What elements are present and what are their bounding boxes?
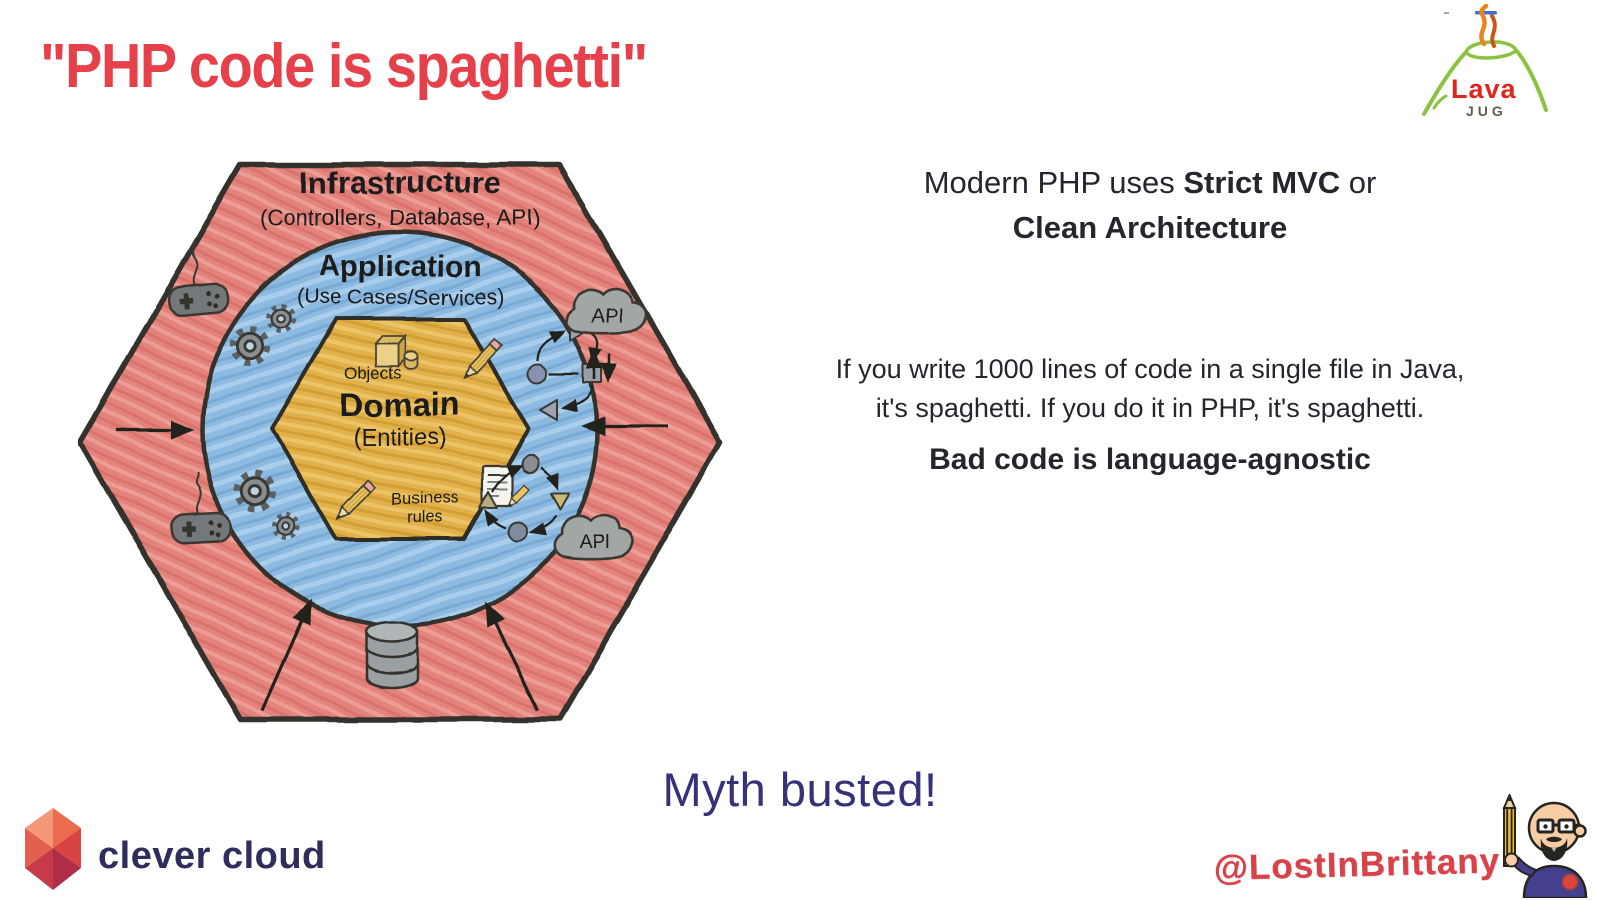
heading-bold-text: Strict MVC xyxy=(1183,165,1341,200)
api-label: API xyxy=(592,305,623,327)
author-avatar xyxy=(1502,794,1588,898)
pencil-icon xyxy=(463,338,504,381)
pencil-icon xyxy=(336,478,377,521)
domain-hexagon: Domain (Entities) Objects Business rules xyxy=(270,317,530,541)
objects-cube-icon xyxy=(374,333,419,370)
domain-label: Domain xyxy=(339,386,460,423)
page-title: "PHP code is spaghetti" xyxy=(40,32,648,101)
heading-text: Modern PHP uses xyxy=(923,165,1184,200)
gamepad-icon xyxy=(166,243,230,317)
api-direction-arrows-icon xyxy=(587,350,617,384)
heading-line-2: Clean Architecture xyxy=(1012,210,1288,245)
avatar-head xyxy=(1527,801,1587,861)
gears-bottom-left-icon xyxy=(233,469,301,541)
glasses-icon xyxy=(1536,818,1581,834)
blue-dash xyxy=(1475,11,1497,15)
right-panel-body: If you write 1000 lines of code in a sin… xyxy=(790,350,1510,428)
volcano-icon xyxy=(1422,40,1548,116)
infrastructure-sublabel: (Controllers, Database, API) xyxy=(260,205,540,230)
api-cloud-bottom-icon: API xyxy=(553,513,634,560)
lavajug-logo: Lava JUG xyxy=(1422,4,1548,119)
author-handle: @LostInBrittany xyxy=(1213,841,1501,888)
clever-cloud-logo xyxy=(25,808,81,890)
business-rules-label-line2: rules xyxy=(407,509,443,527)
hand xyxy=(1504,852,1519,868)
lava-flame-icon xyxy=(1479,4,1497,48)
api-label: API xyxy=(579,531,610,553)
gears-top-left-icon xyxy=(229,303,296,367)
avatar-body xyxy=(1504,852,1588,898)
cycle-shapes-icon xyxy=(478,454,570,543)
domain-sublabel: (Entities) xyxy=(353,424,448,451)
right-panel-emphasis: Bad code is language-agnostic xyxy=(929,443,1371,476)
logo-speck xyxy=(1444,12,1449,14)
myth-busted-text: Myth busted! xyxy=(662,763,938,816)
clever-cloud-wordmark: clever cloud xyxy=(98,835,326,877)
lavajug-wordmark-line2: JUG xyxy=(1466,103,1507,119)
heading-line-1: Modern PHP uses Strict MVC or xyxy=(790,160,1510,205)
application-sublabel: (Use Cases/Services) xyxy=(296,285,504,309)
ingress-arrows xyxy=(117,416,668,711)
heading-text: or xyxy=(1340,165,1377,200)
body-line-2: it's spaghetti. If you do it in PHP, it'… xyxy=(875,393,1425,423)
api-cloud-top-icon: API xyxy=(566,287,647,334)
objects-label: Objects xyxy=(345,364,401,382)
shirt-badge xyxy=(1561,873,1579,891)
infrastructure-label: Infrastructure xyxy=(299,165,501,200)
right-panel-heading: Modern PHP uses Strict MVC or Clean Arch… xyxy=(790,160,1510,250)
mustache xyxy=(1546,836,1562,842)
body-line-1: If you write 1000 lines of code in a sin… xyxy=(835,354,1465,384)
application-label: Application xyxy=(318,250,481,283)
hexagonal-architecture-diagram: Infrastructure (Controllers, Database, A… xyxy=(78,162,723,722)
gamepad-icon xyxy=(169,471,232,545)
lavajug-wordmark-line1: Lava xyxy=(1451,74,1517,104)
database-icon xyxy=(364,620,420,690)
business-rules-label-line1: Business xyxy=(392,490,459,508)
